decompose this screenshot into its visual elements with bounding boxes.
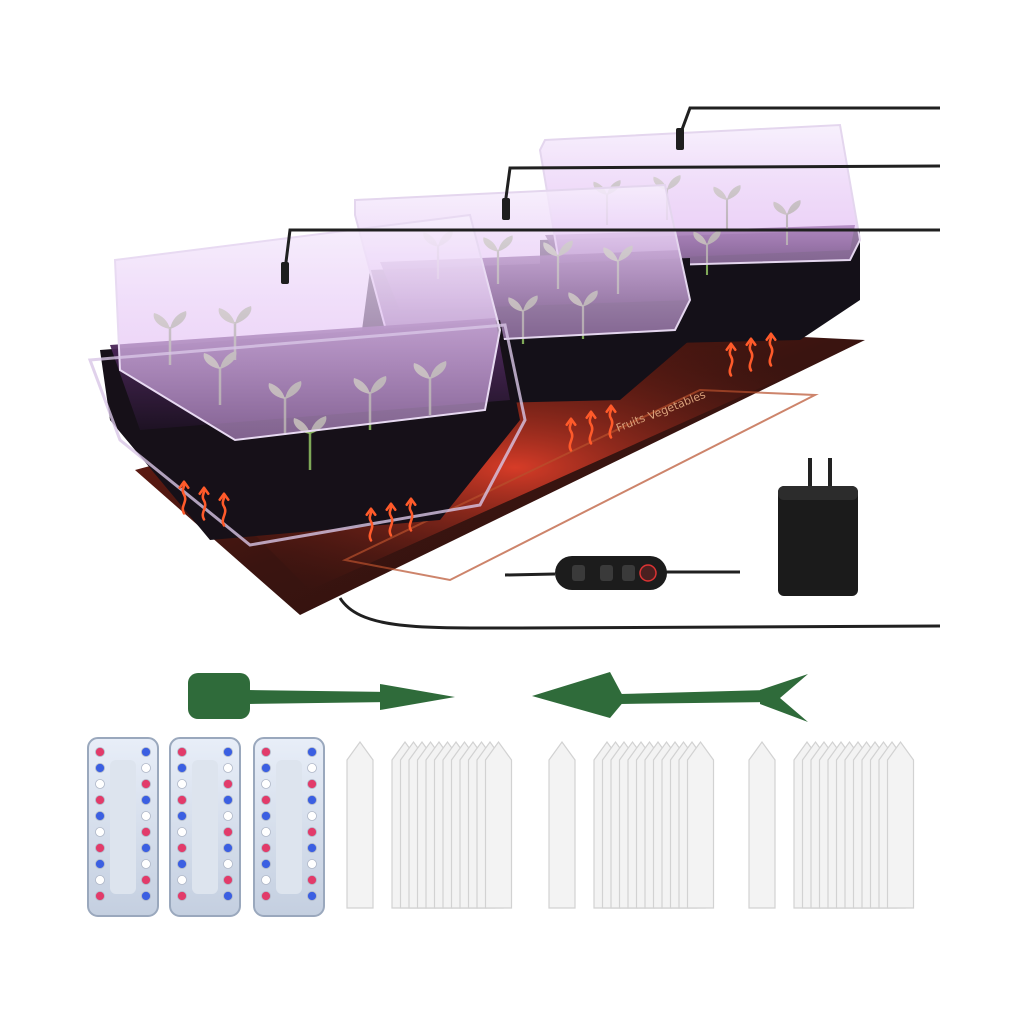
- light-controller[interactable]: [504, 556, 740, 590]
- led-dot: [95, 747, 105, 757]
- led-dot: [95, 843, 105, 853]
- led-dot: [223, 891, 233, 901]
- led-dot: [261, 811, 271, 821]
- led-dot: [307, 747, 317, 757]
- led-dot: [261, 891, 271, 901]
- led-dot: [307, 779, 317, 789]
- plant-label: [886, 741, 915, 909]
- led-dot: [177, 843, 187, 853]
- led-dot: [223, 827, 233, 837]
- grow-light-heads: [281, 128, 684, 284]
- led-dot: [307, 875, 317, 885]
- led-dot: [261, 795, 271, 805]
- transplant-fork-tool: [532, 672, 808, 722]
- plant-label: [346, 741, 374, 909]
- led-dot: [307, 891, 317, 901]
- led-dot: [95, 779, 105, 789]
- tray-1-rim: [87, 323, 527, 547]
- led-dot: [307, 795, 317, 805]
- led-dot: [261, 859, 271, 869]
- plus-icon[interactable]: [600, 565, 613, 581]
- led-dot: [223, 795, 233, 805]
- led-dot: [177, 795, 187, 805]
- led-dot: [141, 827, 151, 837]
- led-dot: [141, 891, 151, 901]
- led-strip-3: [253, 737, 325, 917]
- plant-label: [686, 741, 715, 909]
- led-dot: [307, 843, 317, 853]
- led-dot: [141, 795, 151, 805]
- led-dot: [307, 859, 317, 869]
- led-dot: [307, 763, 317, 773]
- led-dot: [177, 779, 187, 789]
- led-dot: [95, 891, 105, 901]
- led-dot: [141, 811, 151, 821]
- plant-label: [748, 741, 776, 909]
- led-dot: [223, 875, 233, 885]
- mat-power-cable: [338, 597, 941, 630]
- seed-scoop-tool: [188, 673, 455, 719]
- led-dot: [223, 763, 233, 773]
- heat-mat: Fruits Vegetables: [135, 330, 865, 615]
- led-dot: [223, 859, 233, 869]
- led-dot: [95, 827, 105, 837]
- led-dot: [261, 875, 271, 885]
- led-dot: [261, 827, 271, 837]
- led-dot: [307, 827, 317, 837]
- led-dot: [95, 875, 105, 885]
- led-dot: [141, 779, 151, 789]
- led-strip-1: [87, 737, 159, 917]
- led-dot: [177, 891, 187, 901]
- plant-label: [484, 741, 513, 909]
- power-adapter: [778, 458, 858, 596]
- led-dot: [141, 747, 151, 757]
- led-dot: [177, 763, 187, 773]
- led-grow-strips: [87, 737, 325, 917]
- led-dot: [261, 843, 271, 853]
- minus-icon[interactable]: [572, 565, 585, 581]
- led-dot: [307, 811, 317, 821]
- power-icon[interactable]: [639, 564, 657, 582]
- led-dot: [177, 811, 187, 821]
- led-dot: [261, 747, 271, 757]
- humidity-dome-1: [113, 213, 502, 442]
- seedling-tray-1: [87, 213, 527, 547]
- led-dot: [95, 795, 105, 805]
- led-dot: [141, 859, 151, 869]
- led-dot: [177, 875, 187, 885]
- led-dot: [223, 811, 233, 821]
- plant-label: [548, 741, 576, 909]
- led-dot: [223, 747, 233, 757]
- led-strip-2: [169, 737, 241, 917]
- led-dot: [223, 843, 233, 853]
- led-dot: [141, 843, 151, 853]
- led-dot: [95, 859, 105, 869]
- led-dot: [177, 859, 187, 869]
- led-dot: [141, 875, 151, 885]
- led-dot: [261, 763, 271, 773]
- led-dot: [261, 779, 271, 789]
- led-dot: [95, 811, 105, 821]
- led-dot: [223, 779, 233, 789]
- led-dots: [95, 747, 317, 901]
- led-dot: [95, 763, 105, 773]
- led-dot: [177, 827, 187, 837]
- grow-light-cables: [283, 106, 941, 271]
- led-dot: [177, 747, 187, 757]
- timer-icon[interactable]: [622, 565, 635, 581]
- plant-label-stakes: [346, 741, 915, 909]
- led-dot: [141, 763, 151, 773]
